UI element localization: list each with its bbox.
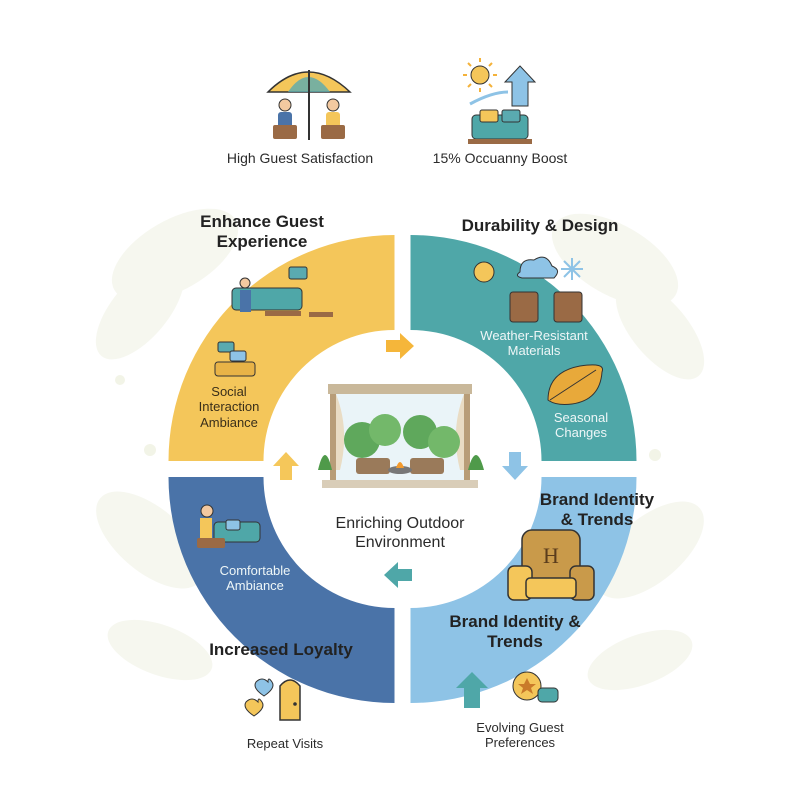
chat-sofa-icon [214, 341, 256, 377]
weather-icons [473, 256, 583, 283]
center-label: Enriching Outdoor Environment [335, 515, 465, 551]
autumn-leaf-icon [547, 364, 604, 405]
arrow-up-icon [273, 452, 299, 480]
social-interaction-label: Social Interaction Ambiance [198, 384, 260, 430]
armchair-logo-icon: H [507, 529, 595, 601]
door-icon [279, 679, 301, 721]
quadrant-top-right [410, 235, 637, 461]
brand-identity-title-lower: Brand Identity & Trends [449, 612, 581, 652]
umbrella-people-icon [266, 70, 352, 140]
enhance-guest-experience-title: Enhance Guest Experience [200, 212, 324, 252]
gazebo-illustration [318, 384, 484, 488]
arrow-right-icon [386, 333, 414, 359]
comfortable-ambiance-label: Comfortable Ambiance [219, 563, 291, 594]
hearts-door-icon [244, 678, 301, 721]
arrow-left-icon [384, 562, 412, 588]
top-left-caption: High Guest Satisfaction [226, 150, 374, 166]
arrow-down-icon [502, 452, 528, 480]
background-leaves [95, 208, 705, 691]
seasonal-changes-label: Seasonal Changes [553, 410, 609, 441]
lounge-conversation-icon [231, 266, 333, 317]
sun-growth-icon [463, 58, 537, 144]
logo-letter: H [543, 543, 559, 568]
feedback-star-icon [456, 671, 559, 708]
snowflake-icon [561, 258, 583, 280]
repeat-visits-caption: Repeat Visits [246, 736, 324, 751]
brand-identity-title-upper: Brand Identity & Trends [539, 490, 655, 530]
quadrant-top-left [168, 235, 395, 461]
growth-arrow-icon [503, 65, 537, 107]
evolving-preferences-caption: Evolving Guest Preferences [476, 720, 564, 751]
relaxing-person-icon [197, 504, 261, 548]
top-right-caption: 15% Occuanny Boost [432, 150, 568, 166]
weather-resistant-label: Weather-Resistant Materials [480, 328, 588, 359]
patio-chairs-icon [509, 291, 583, 323]
durability-design-title: Durability & Design [461, 216, 619, 235]
increased-loyalty-title: Increased Loyalty [209, 640, 353, 659]
